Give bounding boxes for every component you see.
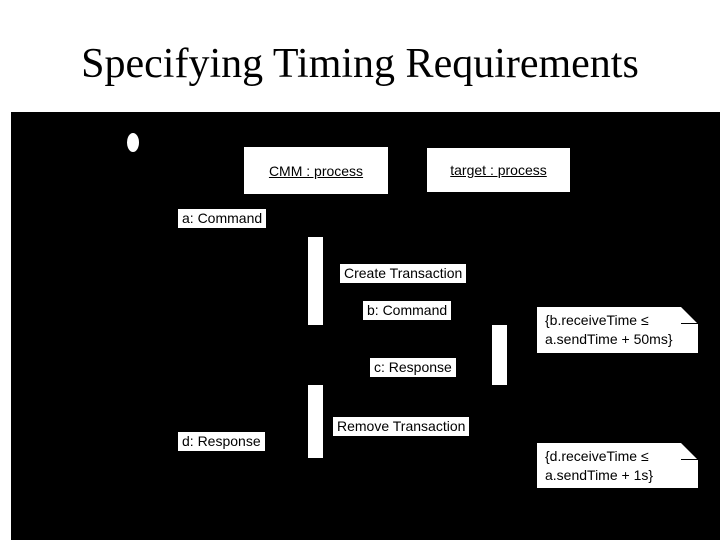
sequence-diagram-canvas: CMM : process target : process a: Comman… bbox=[11, 112, 720, 540]
timing-constraint-note-b-line1: {b.receiveTime ≤ bbox=[545, 312, 649, 328]
note-folded-corner-icon bbox=[681, 307, 698, 324]
lifeline-box-cmm-process: CMM : process bbox=[244, 147, 388, 194]
activation-bar-target bbox=[492, 325, 507, 385]
slide-title: Specifying Timing Requirements bbox=[81, 41, 639, 87]
message-label-a-command: a: Command bbox=[178, 209, 267, 228]
timing-constraint-note-d-line1: {d.receiveTime ≤ bbox=[545, 448, 649, 464]
lifeline-box-target-process: target : process bbox=[427, 148, 570, 192]
message-label-create-transaction: Create Transaction bbox=[340, 264, 467, 283]
message-label-d-response: d: Response bbox=[178, 432, 265, 451]
activation-bar-cmm-second bbox=[308, 385, 323, 458]
message-label-remove-transaction: Remove Transaction bbox=[333, 417, 470, 436]
message-label-c-response: c: Response bbox=[370, 358, 456, 377]
lifeline-label-target-process: target : process bbox=[450, 162, 547, 178]
note-folded-corner-icon bbox=[681, 443, 698, 460]
timing-constraint-note-d: {d.receiveTime ≤ a.sendTime + 1s} bbox=[537, 443, 698, 488]
timing-constraint-note-b: {b.receiveTime ≤ a.sendTime + 50ms} bbox=[537, 307, 698, 353]
timing-constraint-note-d-line2: a.sendTime + 1s} bbox=[545, 467, 654, 483]
activation-bar-cmm-first bbox=[308, 237, 323, 325]
timing-constraint-note-b-line2: a.sendTime + 50ms} bbox=[545, 331, 673, 347]
lifeline-label-cmm-process: CMM : process bbox=[268, 162, 364, 179]
message-label-b-command: b: Command bbox=[363, 301, 452, 320]
bullet-point-icon bbox=[127, 133, 139, 152]
